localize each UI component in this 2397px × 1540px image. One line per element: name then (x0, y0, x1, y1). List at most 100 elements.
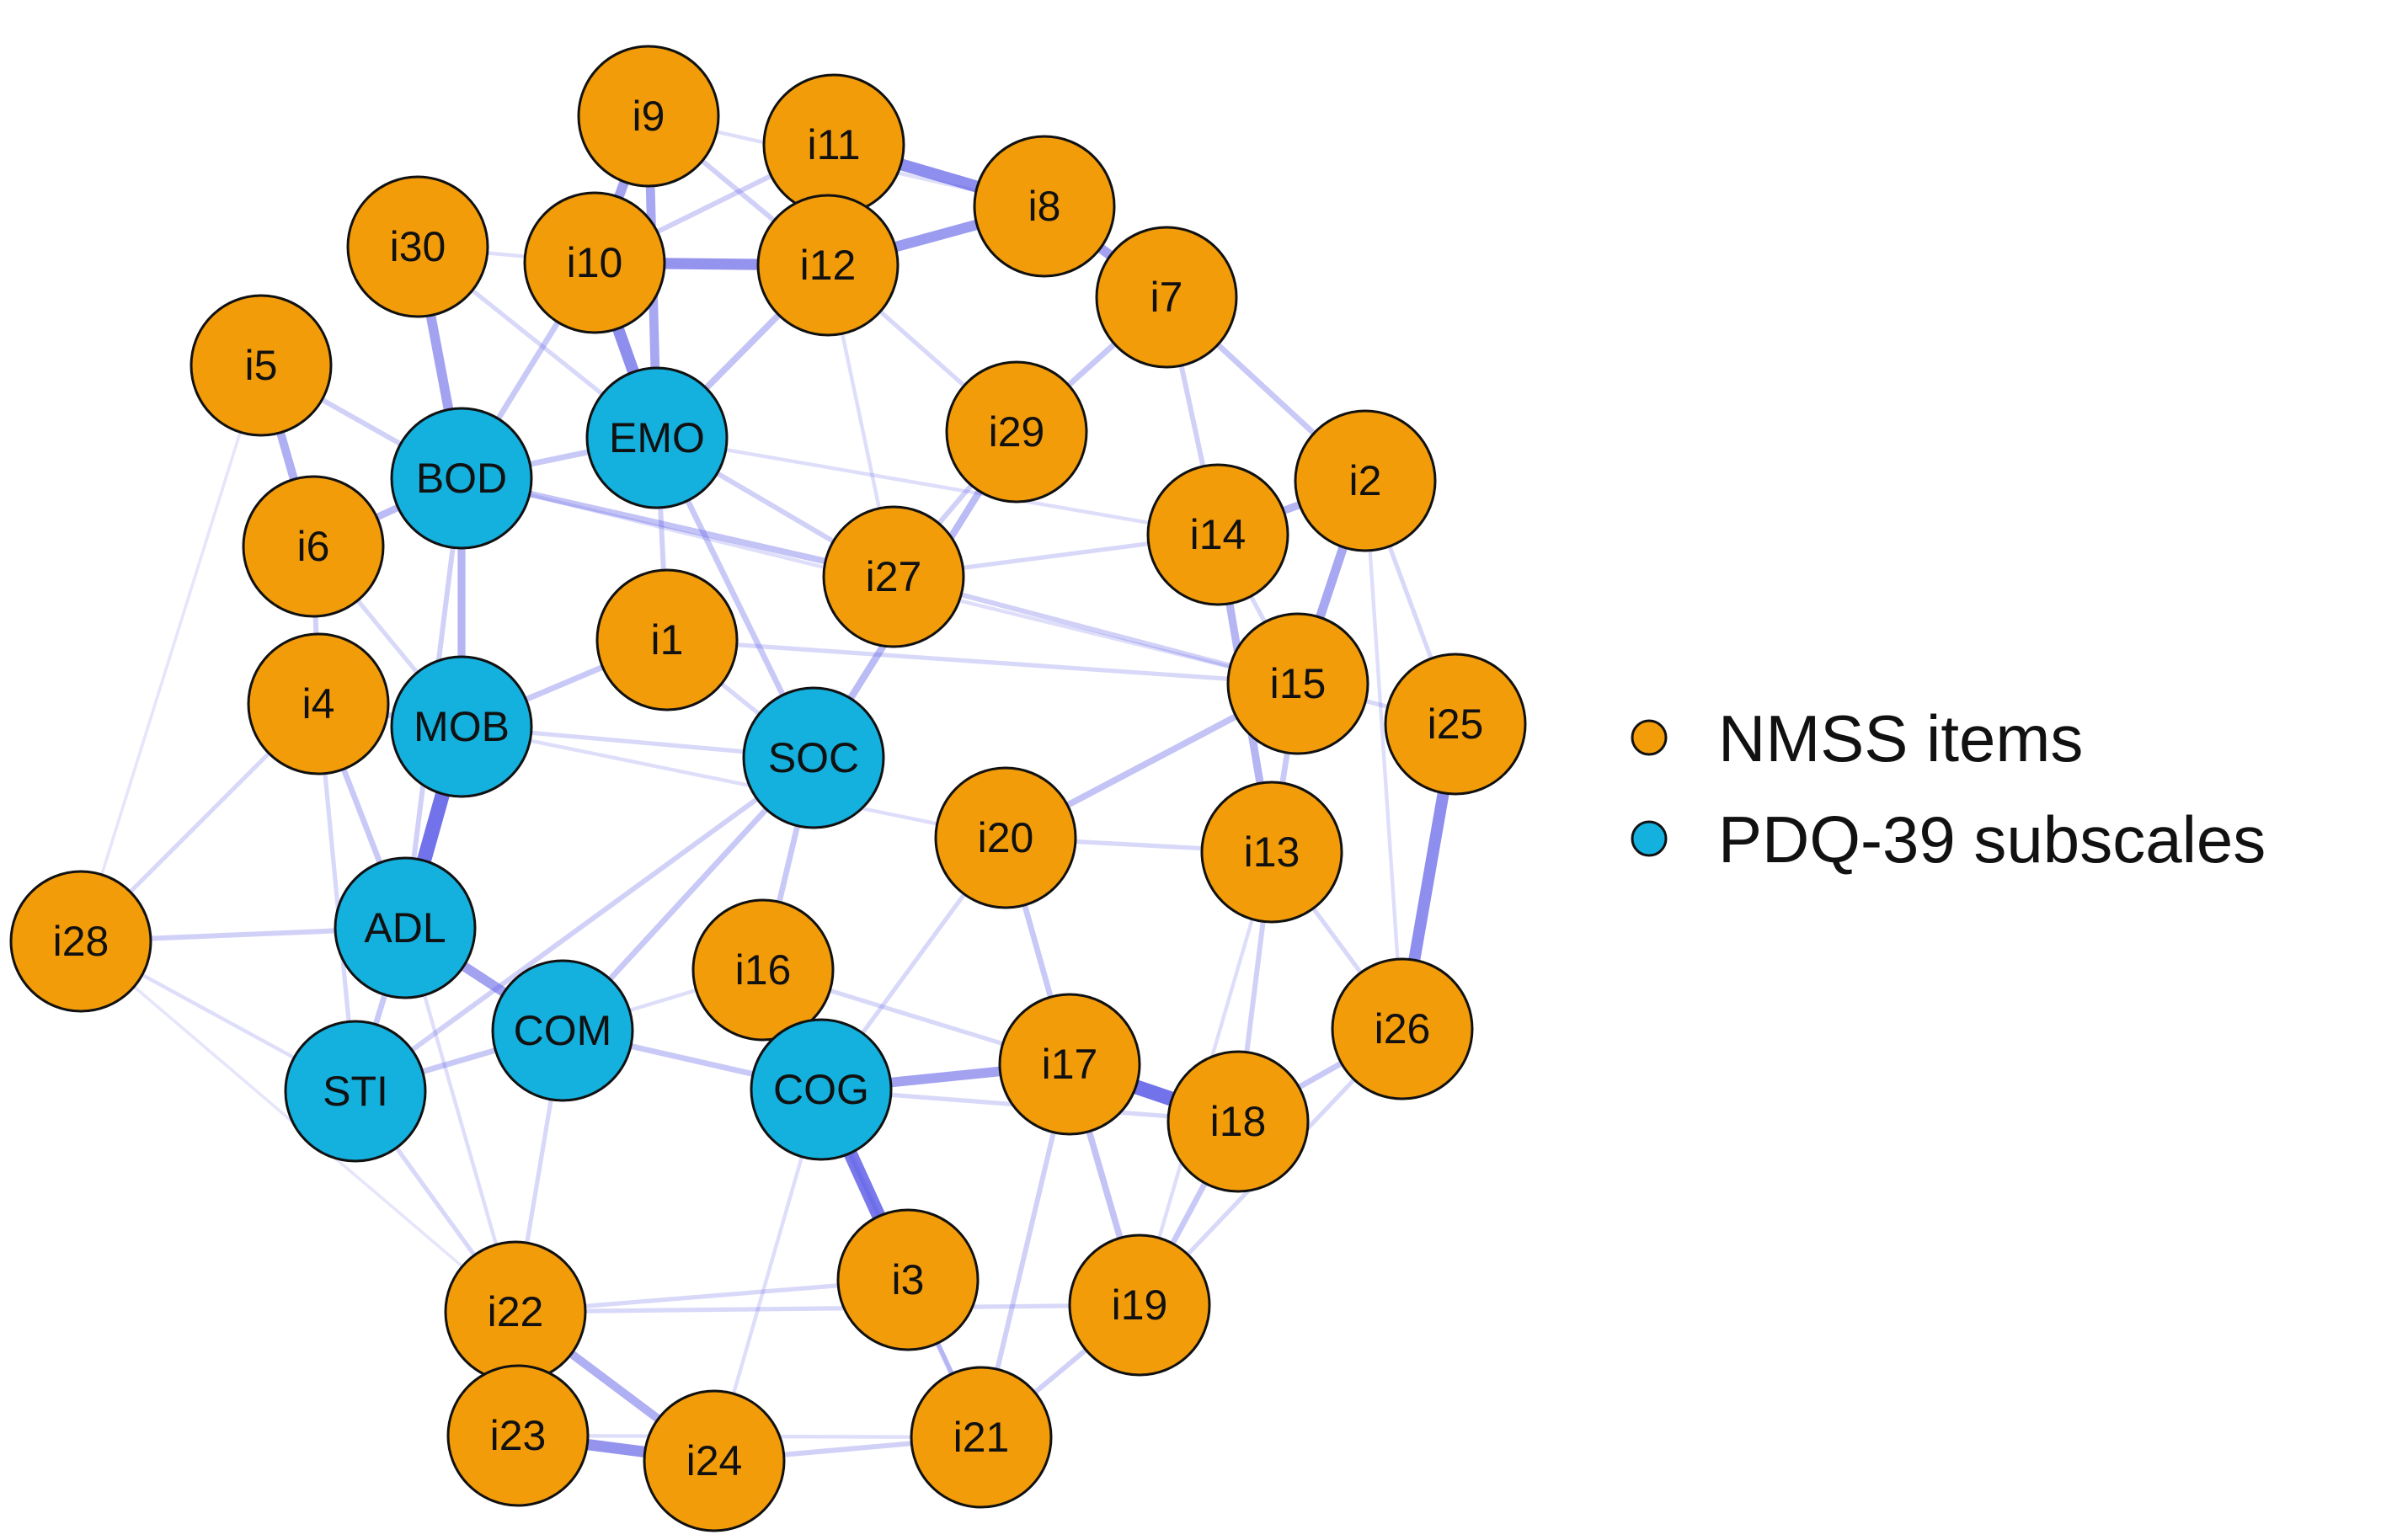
legend-item-nmss: NMSS items (1631, 701, 2083, 775)
node-i5: i5 (190, 294, 333, 437)
node-label-i6: i6 (297, 523, 330, 570)
node-circle-BOD (390, 407, 533, 550)
node-circle-i8 (973, 135, 1116, 278)
node-i15: i15 (1226, 612, 1369, 755)
edge-EMO-i14 (654, 435, 1220, 537)
node-circle-i26 (1331, 957, 1474, 1100)
node-circle-MOB (390, 655, 533, 798)
legend-label-nmss: NMSS items (1718, 701, 2083, 775)
node-circle-i19 (1068, 1234, 1211, 1377)
node-circle-i9 (577, 45, 720, 188)
node-circle-i23 (446, 1364, 590, 1507)
node-i22: i22 (444, 1240, 587, 1383)
node-label-i30: i30 (390, 223, 446, 270)
node-label-i17: i17 (1042, 1041, 1098, 1088)
node-label-i10: i10 (567, 239, 623, 286)
node-circle-SOC (742, 686, 885, 829)
node-EMO: EMO (585, 366, 729, 509)
node-label-i28: i28 (53, 918, 109, 965)
node-label-i1: i1 (651, 616, 684, 663)
node-circle-i15 (1226, 612, 1369, 755)
node-label-i8: i8 (1028, 183, 1061, 230)
node-circle-i27 (822, 505, 965, 648)
node-circle-i29 (945, 360, 1088, 504)
node-label-i29: i29 (989, 408, 1045, 456)
node-circle-COG (750, 1018, 893, 1161)
node-circle-i16 (691, 898, 835, 1042)
node-i8: i8 (973, 135, 1116, 278)
node-i3: i3 (836, 1208, 980, 1351)
node-circle-i7 (1095, 226, 1238, 369)
node-circle-i3 (836, 1208, 980, 1351)
node-circle-i25 (1384, 653, 1527, 796)
legend-swatch-nmss (1631, 719, 1668, 756)
node-i25: i25 (1384, 653, 1527, 796)
node-label-i20: i20 (978, 814, 1034, 861)
node-circle-i21 (910, 1366, 1053, 1509)
node-COM: COM (491, 959, 634, 1102)
node-label-i21: i21 (953, 1414, 1010, 1461)
node-label-MOB: MOB (414, 703, 510, 750)
node-label-i23: i23 (490, 1412, 547, 1459)
node-circle-i18 (1166, 1050, 1310, 1193)
node-circle-i12 (756, 194, 900, 337)
node-circle-i30 (346, 175, 489, 318)
legend: NMSS items PDQ-39 subscales (1631, 701, 2266, 877)
node-i4: i4 (247, 632, 390, 775)
node-label-i24: i24 (686, 1437, 743, 1484)
node-label-i12: i12 (800, 242, 857, 289)
node-label-i14: i14 (1190, 511, 1247, 558)
node-label-i16: i16 (735, 946, 792, 994)
node-ADL: ADL (334, 856, 477, 999)
node-i30: i30 (346, 175, 489, 318)
node-i18: i18 (1166, 1050, 1310, 1193)
node-MOB: MOB (390, 655, 533, 798)
legend-item-pdq: PDQ-39 subscales (1631, 802, 2266, 877)
node-i29: i29 (945, 360, 1088, 504)
node-circle-STI (284, 1020, 427, 1163)
node-circle-i5 (190, 294, 333, 437)
node-i17: i17 (998, 993, 1141, 1136)
node-SOC: SOC (742, 686, 885, 829)
node-i28: i28 (9, 870, 152, 1013)
node-i27: i27 (822, 505, 965, 648)
node-circle-i28 (9, 870, 152, 1013)
node-i14: i14 (1146, 463, 1289, 606)
node-label-i26: i26 (1375, 1005, 1431, 1052)
node-circle-i10 (523, 191, 666, 334)
node-i13: i13 (1200, 781, 1343, 924)
node-circle-i24 (643, 1389, 786, 1532)
node-label-i11: i11 (807, 121, 860, 168)
node-i2: i2 (1294, 409, 1437, 552)
node-label-COM: COM (514, 1007, 612, 1054)
edge-i15-i1 (665, 637, 1300, 686)
node-STI: STI (284, 1020, 427, 1163)
node-label-BOD: BOD (416, 455, 507, 502)
node-label-STI: STI (323, 1068, 388, 1115)
node-circle-EMO (585, 366, 729, 509)
node-i19: i19 (1068, 1234, 1211, 1377)
node-i24: i24 (643, 1389, 786, 1532)
node-i23: i23 (446, 1364, 590, 1507)
node-label-i18: i18 (1210, 1098, 1267, 1145)
node-i9: i9 (577, 45, 720, 188)
legend-swatch-pdq (1631, 820, 1668, 857)
node-label-ADL: ADL (364, 904, 446, 951)
node-BOD: BOD (390, 407, 533, 550)
node-circle-i4 (247, 632, 390, 775)
node-label-i7: i7 (1150, 274, 1183, 321)
node-i16: i16 (691, 898, 835, 1042)
node-i11: i11 (762, 73, 905, 216)
node-label-i3: i3 (892, 1256, 925, 1303)
edge-i28-i5 (79, 364, 263, 943)
node-label-i5: i5 (245, 342, 278, 389)
node-label-SOC: SOC (768, 734, 859, 781)
node-circle-COM (491, 959, 634, 1102)
edge-MOB-i20 (459, 724, 1008, 840)
node-label-EMO: EMO (609, 414, 705, 461)
node-i1: i1 (595, 568, 739, 711)
node-COG: COG (750, 1018, 893, 1161)
legend-label-pdq: PDQ-39 subscales (1718, 802, 2266, 877)
node-i10: i10 (523, 191, 666, 334)
